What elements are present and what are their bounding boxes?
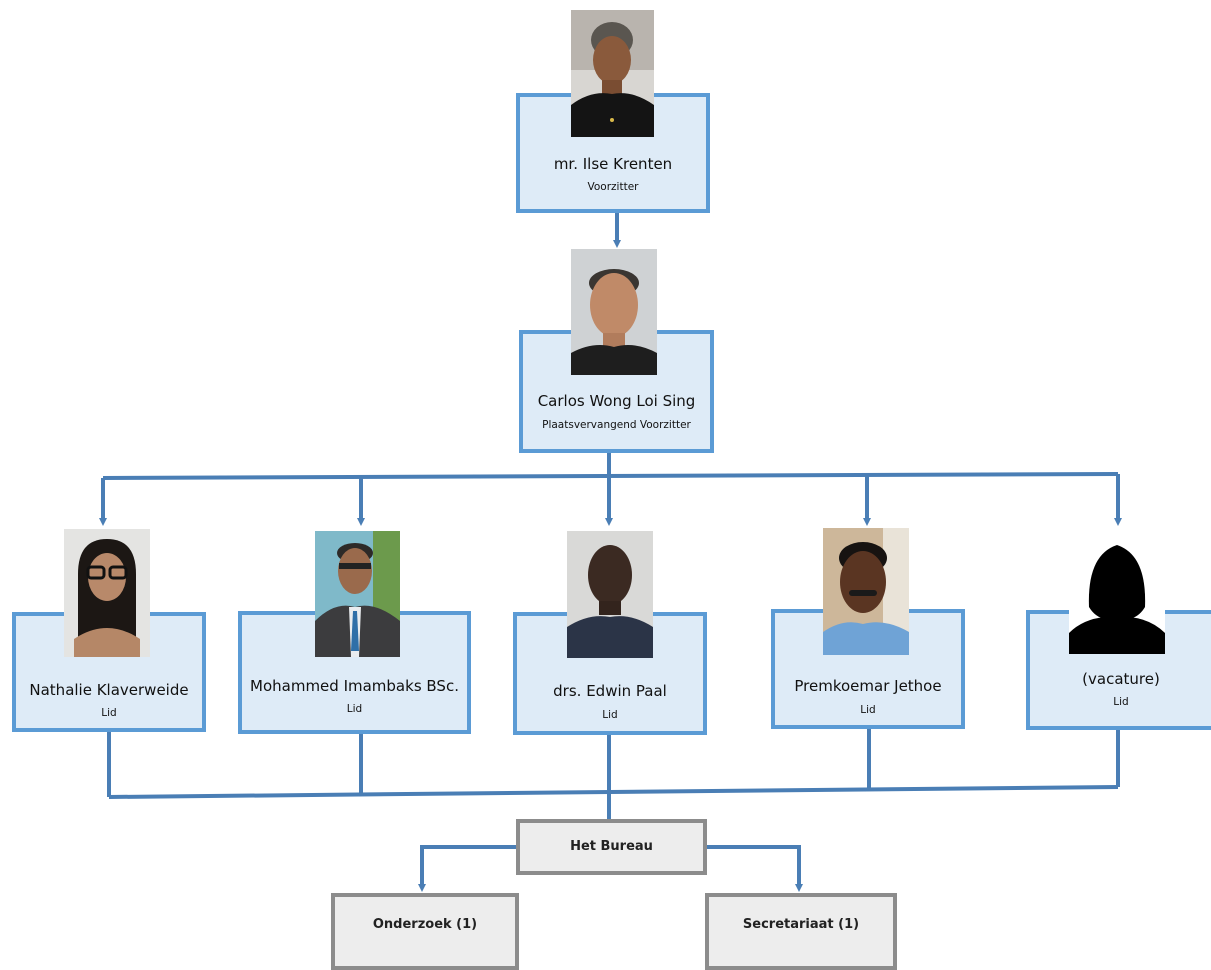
vice-chair-role: Plaatsvervangend Voorzitter (542, 419, 691, 431)
member-name-1: Nathalie Klaverweide (29, 681, 189, 699)
member-role-4: Lid (860, 704, 876, 716)
vice-chair-photo (571, 249, 657, 375)
member-photo-2 (315, 531, 400, 657)
connector-bureau-left (418, 845, 516, 892)
member-name-5: (vacature) (1082, 670, 1160, 688)
department-box-1: Onderzoek (1) (331, 893, 519, 970)
department-label-1: Onderzoek (1) (372, 917, 478, 932)
member-name-2: Mohammed Imambaks BSc. (250, 677, 459, 695)
member-name-4: Premkoemar Jethoe (794, 677, 942, 695)
member-role-2: Lid (346, 703, 363, 715)
chair-box: mr. Ilse Krenten Voorzitter (516, 93, 710, 213)
member-role-5: Lid (1113, 696, 1129, 708)
member-photo-1 (64, 529, 150, 657)
department-box-2: Secretariaat (1) (705, 893, 897, 970)
connector-lower-bus (108, 785, 1119, 799)
member-name-3: drs. Edwin Paal (553, 682, 667, 700)
vice-chair-name: Carlos Wong Loi Sing (537, 392, 696, 410)
bureau-label: Het Bureau (570, 839, 653, 854)
member-photo-4 (823, 528, 909, 655)
bureau-box: Het Bureau (516, 819, 707, 875)
chair-name: mr. Ilse Krenten (553, 155, 673, 173)
chair-role: Voorzitter (587, 181, 639, 193)
member-role-3: Lid (602, 709, 618, 721)
member-photo-3 (567, 531, 653, 658)
chair-photo (571, 10, 654, 137)
member-role-1: Lid (101, 707, 117, 719)
silhouette-icon (1069, 537, 1165, 654)
department-label-2: Secretariaat (1) (742, 917, 860, 932)
connector-bureau-right (707, 845, 803, 892)
